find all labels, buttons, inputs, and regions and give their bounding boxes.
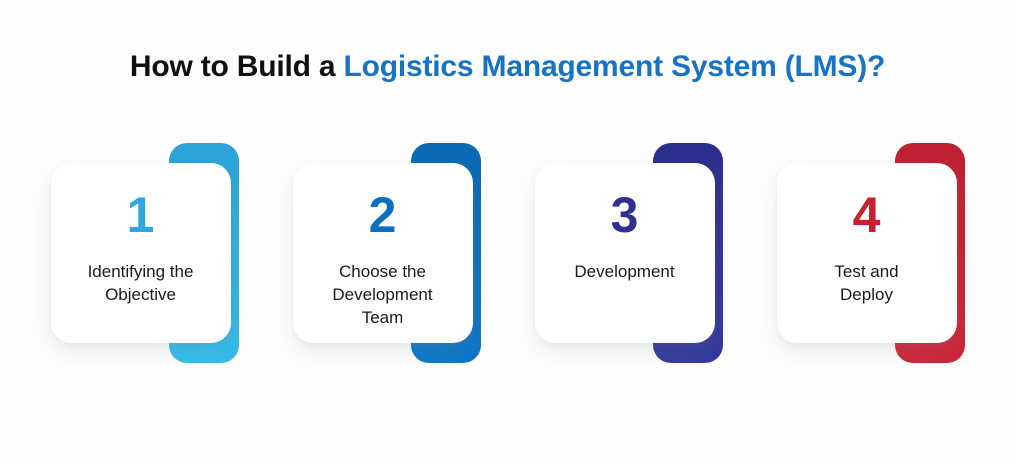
step-number: 3: [610, 187, 639, 243]
steps-row: 1 Identifying the Objective 2 Choose the…: [0, 143, 1015, 363]
step-label: Identifying the Objective: [87, 262, 194, 304]
step-card: 3 Development: [534, 143, 723, 363]
page-title: How to Build a Logistics Management Syst…: [0, 48, 1015, 86]
infographic: How to Build a Logistics Management Syst…: [0, 48, 1015, 363]
step-number: 1: [126, 187, 155, 243]
step-card-face: 1 Identifying the Objective: [50, 163, 231, 343]
step-number: 2: [368, 187, 397, 243]
step-card-face: 3 Development: [534, 163, 715, 343]
step-number: 4: [852, 187, 881, 243]
step-card: 2 Choose the Development Team: [292, 143, 481, 363]
step-card-face: 2 Choose the Development Team: [292, 163, 473, 343]
step-label: Test and Deploy: [834, 262, 899, 304]
step-card-face: 4 Test and Deploy: [776, 163, 957, 343]
step-label: Choose the Development Team: [332, 262, 433, 327]
title-prefix: How to Build a: [129, 50, 344, 83]
step-card: 4 Test and Deploy: [776, 143, 965, 363]
step-label: Development: [574, 262, 675, 281]
title-highlight: Logistics Management System (LMS)?: [343, 50, 886, 83]
step-card: 1 Identifying the Objective: [50, 143, 239, 363]
